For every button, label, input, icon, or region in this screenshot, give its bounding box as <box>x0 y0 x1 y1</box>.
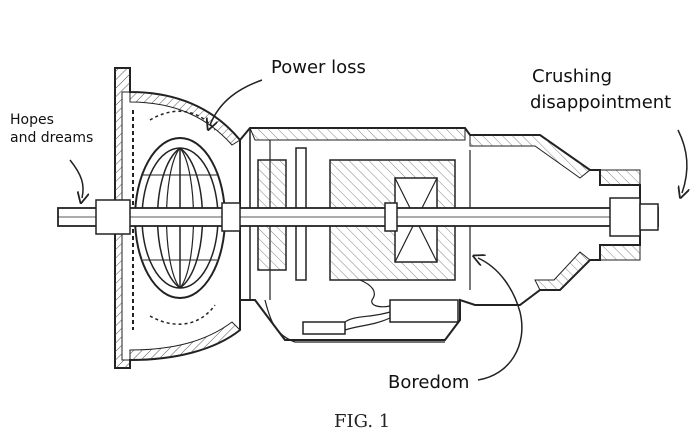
valve-body <box>264 279 459 343</box>
crushing-arrow <box>677 129 687 193</box>
label-crushing-line1: Crushing <box>532 66 612 87</box>
annotation-arrows <box>69 79 687 381</box>
hopes-arrow <box>69 159 83 198</box>
label-hopes-line2: and dreams <box>10 130 93 146</box>
main-shaft <box>57 197 659 237</box>
bell-housing <box>114 67 241 369</box>
label-power-loss: Power loss <box>271 57 366 78</box>
figure-caption: FIG. 1 <box>334 411 390 432</box>
label-hopes-line1: Hopes <box>10 112 54 128</box>
label-crushing-line2: disappointment <box>530 92 671 113</box>
power-loss-arrow <box>210 79 263 125</box>
boredom-arrow <box>478 258 523 381</box>
label-boredom: Boredom <box>388 372 469 393</box>
